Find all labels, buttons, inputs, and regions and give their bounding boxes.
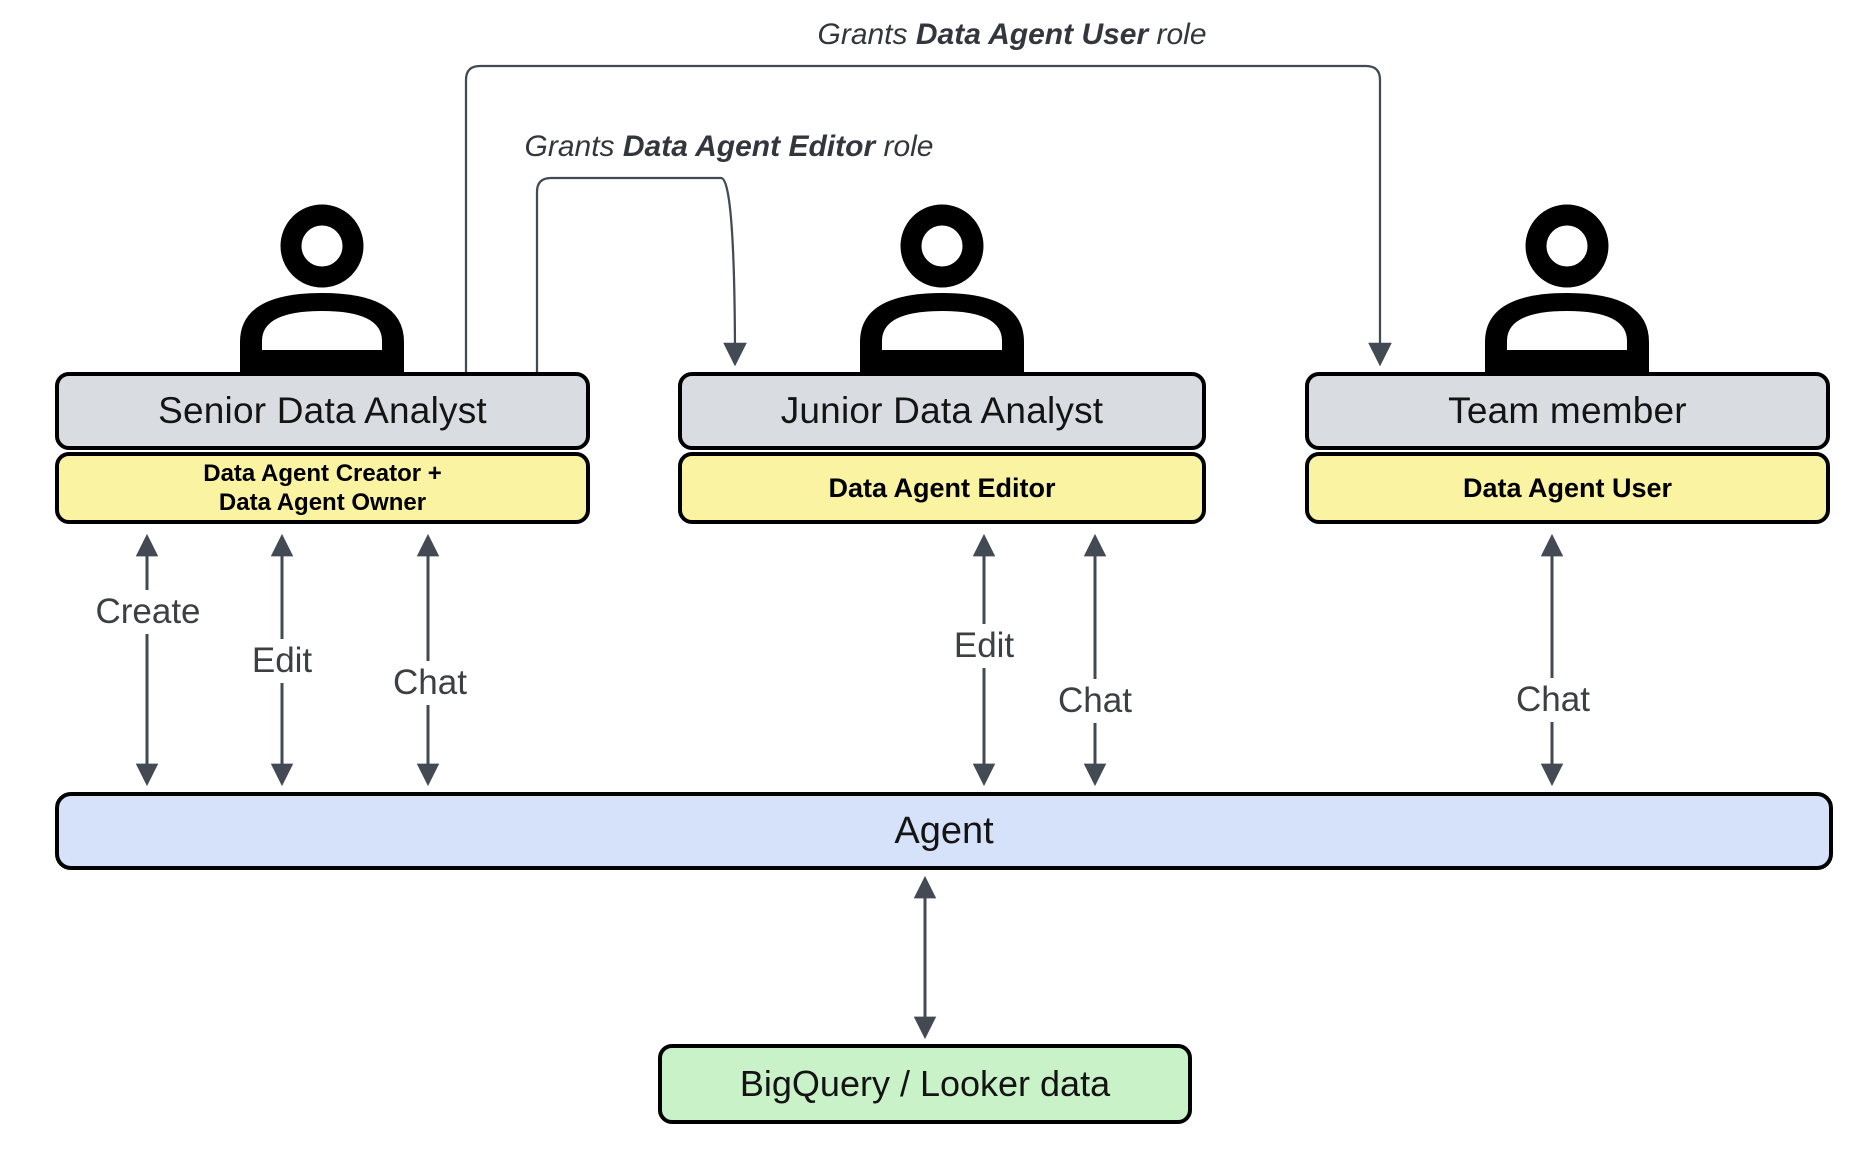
junior-analyst-box: Junior Data Analyst <box>678 372 1206 450</box>
senior-chat-label: Chat <box>385 661 475 705</box>
junior-analyst-title: Junior Data Analyst <box>780 390 1104 431</box>
senior-analyst-box: Senior Data Analyst <box>55 372 590 450</box>
bigquery-looker-box: BigQuery / Looker data <box>658 1044 1192 1124</box>
team-member-box: Team member <box>1305 372 1830 450</box>
grant-editor-prefix: Grants <box>524 130 623 163</box>
junior-chat-label: Chat <box>1050 679 1140 723</box>
team-person-icon <box>1485 204 1649 372</box>
grant-editor-role-name: Data Agent Editor <box>622 130 876 163</box>
grant-user-role-name: Data Agent User <box>915 18 1149 51</box>
team-role-line1: Data Agent User <box>1462 472 1673 503</box>
bigquery-looker-label: BigQuery / Looker data <box>739 1063 1111 1104</box>
team-member-title: Team member <box>1448 390 1687 431</box>
team-chat-label: Chat <box>1508 678 1598 722</box>
senior-role-line1: Data Agent Creator + <box>203 459 442 487</box>
senior-edit-label: Edit <box>243 639 321 683</box>
grant-user-label: Grants Data Agent User role <box>811 18 1213 52</box>
grant-editor-suffix: role <box>875 130 934 163</box>
junior-role-line1: Data Agent Editor <box>828 472 1056 503</box>
agent-label: Agent <box>894 809 994 852</box>
senior-role-badge: Data Agent Creator + Data Agent Owner <box>55 452 590 524</box>
grant-editor-connector <box>535 176 747 372</box>
senior-analyst-title: Senior Data Analyst <box>158 390 487 431</box>
junior-role-badge: Data Agent Editor <box>678 452 1206 524</box>
senior-role-line2: Data Agent Owner <box>218 489 427 516</box>
junior-edit-label: Edit <box>945 624 1023 668</box>
grant-user-suffix: role <box>1148 18 1207 51</box>
senior-person-icon <box>240 204 404 372</box>
senior-create-label: Create <box>87 590 209 634</box>
grant-user-prefix: Grants <box>817 18 916 51</box>
grant-editor-label: Grants Data Agent Editor role <box>518 130 940 164</box>
team-role-badge: Data Agent User <box>1305 452 1830 524</box>
agent-bar: Agent <box>55 792 1833 870</box>
junior-person-icon <box>860 204 1024 372</box>
